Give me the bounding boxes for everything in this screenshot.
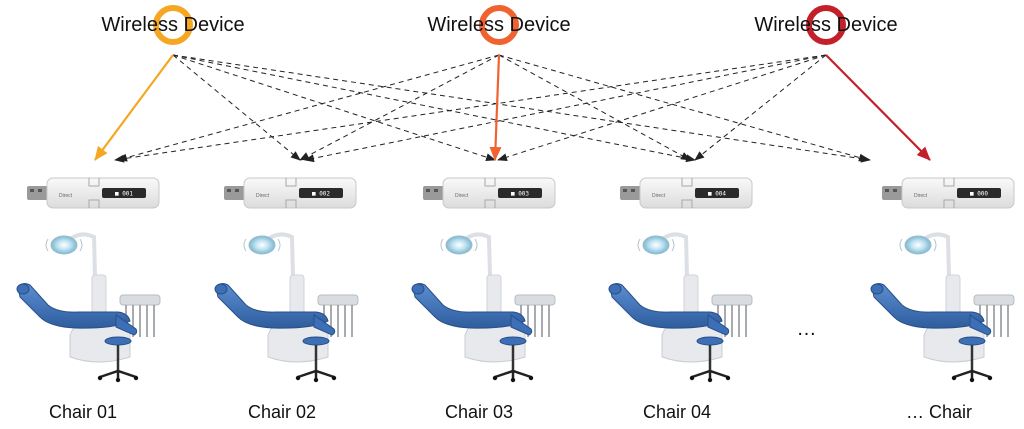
operating-lamp bbox=[50, 235, 78, 255]
dongle-brand: Direct bbox=[256, 193, 270, 199]
instrument-tray bbox=[973, 294, 1015, 306]
operating-lamp bbox=[445, 235, 473, 255]
dashed-connection-arrow bbox=[694, 54, 827, 161]
chair-seat bbox=[17, 283, 131, 329]
dashed-connection-arrow bbox=[114, 54, 827, 163]
dongle-brand: Direct bbox=[59, 193, 73, 199]
dashed-connection-arrow bbox=[172, 54, 496, 162]
usb-plug bbox=[620, 186, 642, 200]
dongle-brand: Direct bbox=[652, 193, 666, 199]
dashed-connection-arrow bbox=[497, 54, 827, 162]
instrument-tray bbox=[711, 294, 753, 306]
operating-lamp bbox=[248, 235, 276, 255]
usb-dongle: Direct ■ 002 bbox=[224, 177, 357, 209]
primary-connection-arrow bbox=[489, 54, 502, 161]
instrument-tray bbox=[119, 294, 161, 306]
dongle-display bbox=[498, 188, 542, 198]
device-label: Wireless Device bbox=[101, 14, 245, 36]
chair-seat bbox=[609, 283, 723, 329]
chair-label: Chair 01 bbox=[48, 402, 118, 422]
operator-stool bbox=[302, 336, 330, 346]
chair-label: Chair 04 bbox=[642, 402, 712, 422]
dongle-display bbox=[102, 188, 146, 198]
dashed-connection-arrow bbox=[172, 54, 301, 161]
dental-chair bbox=[411, 232, 556, 383]
chair-seat bbox=[412, 283, 526, 329]
operator-stool bbox=[499, 336, 527, 346]
primary-connection-arrow bbox=[94, 54, 174, 161]
dental-chair bbox=[16, 232, 161, 383]
primary-connection-arrow bbox=[825, 54, 931, 161]
connection-links bbox=[94, 54, 931, 163]
dongle-display bbox=[695, 188, 739, 198]
dongle-display bbox=[299, 188, 343, 198]
instrument-tray bbox=[514, 294, 556, 306]
usb-dongle: Direct ■ 000 bbox=[882, 177, 1015, 209]
dental-chair bbox=[608, 232, 753, 383]
wireless-device-icon bbox=[153, 5, 193, 45]
wireless-device-icons bbox=[153, 5, 846, 45]
device-label: Wireless Device bbox=[754, 14, 898, 36]
usb-plug bbox=[423, 186, 445, 200]
dongle-id: ■ 003 bbox=[511, 191, 529, 198]
dongle-brand: Direct bbox=[455, 193, 469, 199]
chair-label: Chair 03 bbox=[444, 402, 514, 422]
chair-seat bbox=[215, 283, 329, 329]
chair-label: Chair 02 bbox=[247, 402, 317, 422]
dongle-id: ■ 002 bbox=[312, 191, 330, 198]
dashed-connection-arrow bbox=[172, 54, 871, 163]
usb-dongle: Direct ■ 001 bbox=[27, 177, 160, 209]
usb-plug bbox=[224, 186, 246, 200]
operating-lamp bbox=[904, 235, 932, 255]
dental-chair bbox=[214, 232, 359, 383]
dashed-connection-arrow bbox=[498, 54, 869, 162]
dongle-brand: Direct bbox=[914, 193, 928, 199]
operator-stool bbox=[104, 336, 132, 346]
dental-chair bbox=[870, 232, 1015, 383]
dongle-id: ■ 001 bbox=[115, 191, 133, 198]
dongle-id: ■ 000 bbox=[970, 191, 988, 198]
wireless-device-icon bbox=[479, 5, 519, 45]
dashed-connection-arrow bbox=[117, 54, 500, 162]
chair-seat bbox=[871, 283, 985, 329]
device-label: Wireless Device bbox=[427, 14, 571, 36]
usb-dongle: Direct ■ 004 bbox=[620, 177, 753, 209]
dashed-connection-arrow bbox=[498, 54, 691, 161]
usb-dongle: Direct ■ 003 bbox=[423, 177, 556, 209]
dashed-connection-arrow bbox=[299, 54, 500, 161]
usb-plug bbox=[27, 186, 49, 200]
dongles: Direct ■ 001 Direct ■ 002 Direct ■ 003 Direct ■… bbox=[27, 177, 1015, 209]
dashed-connection-arrow bbox=[172, 54, 696, 163]
dashed-connection-arrow bbox=[304, 54, 827, 163]
more-chairs-indicator: … bbox=[796, 318, 818, 340]
chair-label: … Chair bbox=[905, 402, 972, 422]
operator-stool bbox=[696, 336, 724, 346]
instrument-tray bbox=[317, 294, 359, 306]
dongle-display bbox=[957, 188, 1001, 198]
operator-stool bbox=[958, 336, 986, 346]
operating-lamp bbox=[642, 235, 670, 255]
usb-plug bbox=[882, 186, 904, 200]
dental-chairs bbox=[16, 232, 1015, 383]
dongle-id: ■ 004 bbox=[708, 191, 726, 198]
wireless-device-icon bbox=[806, 5, 846, 45]
